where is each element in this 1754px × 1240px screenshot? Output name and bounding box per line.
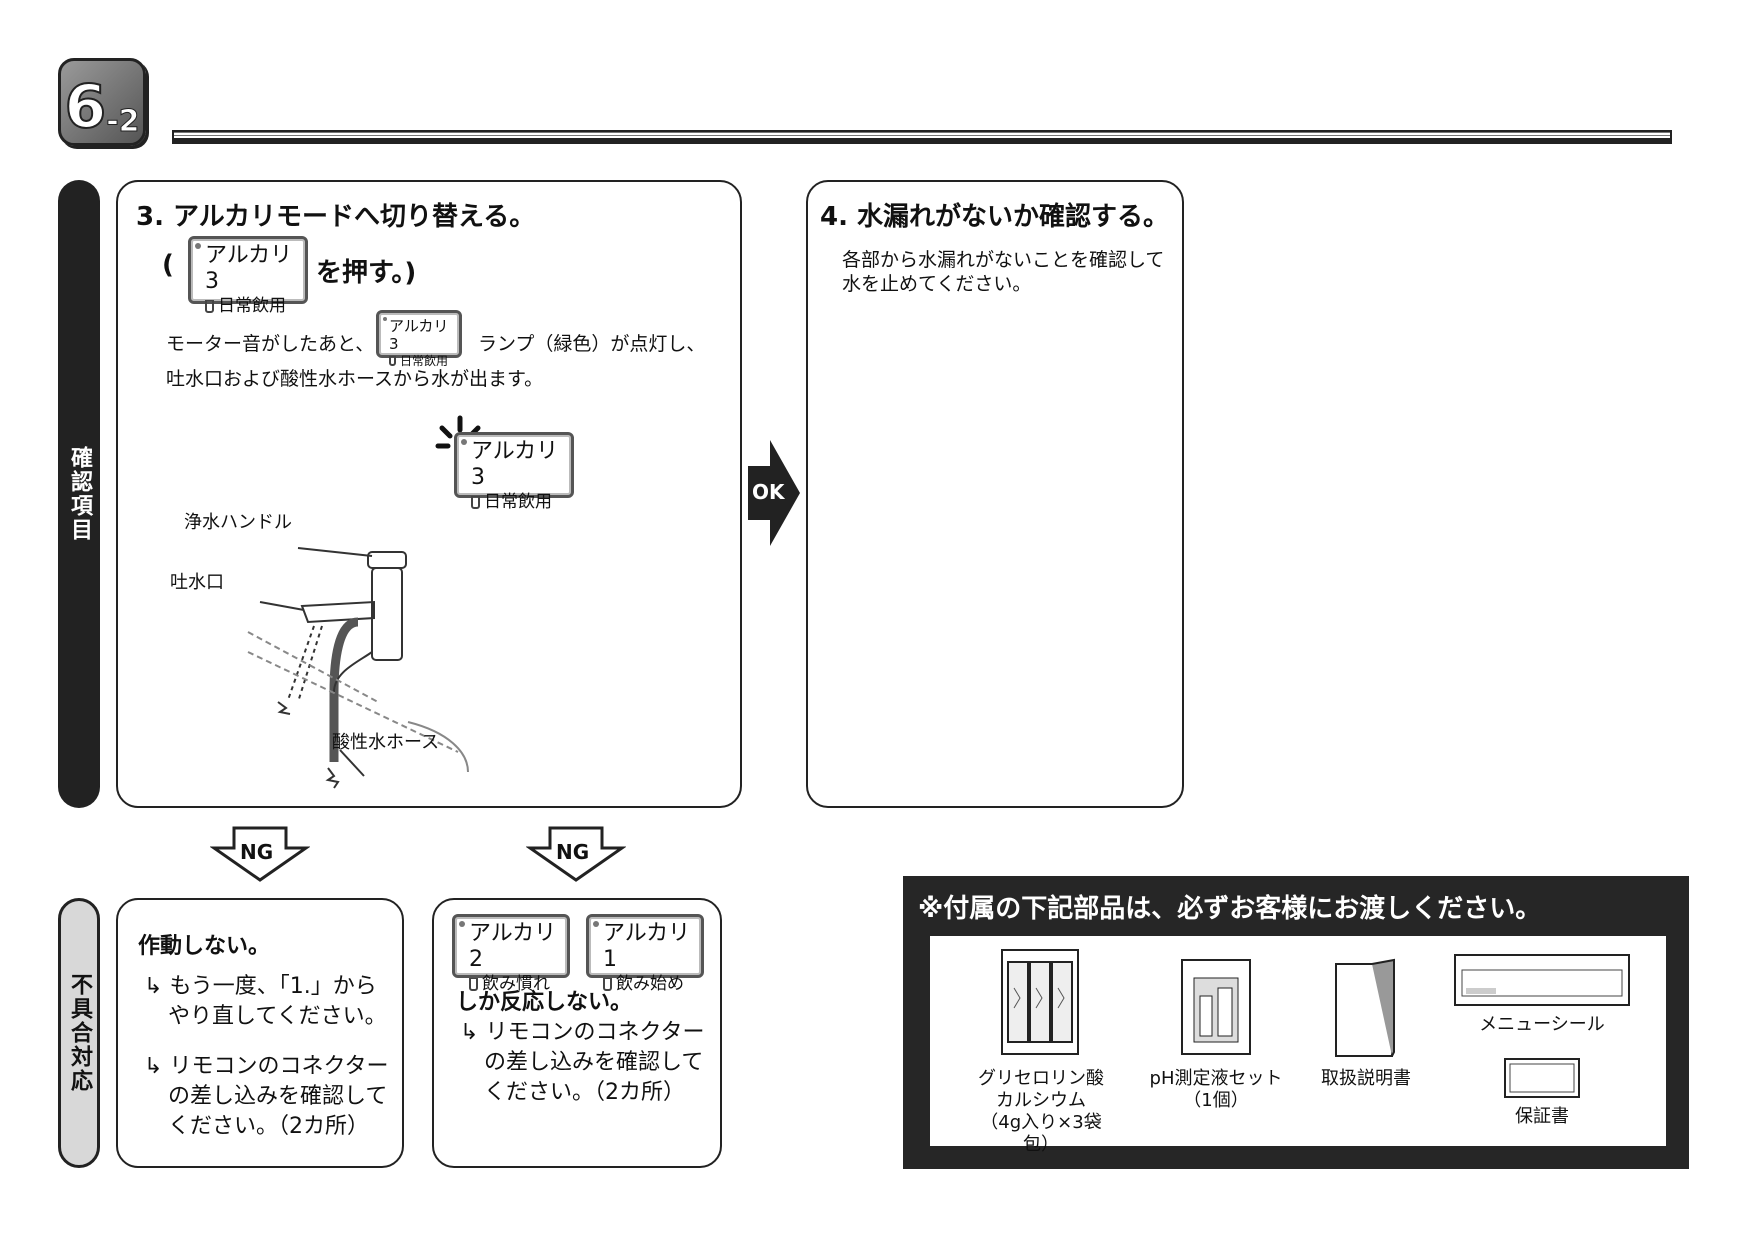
trouble1-b2-l3: ください。（2カ所） (168, 1114, 369, 1139)
corner-arrow-icon: ↳ (460, 1020, 479, 1045)
section-badge: 6-2 (58, 58, 146, 146)
trouble2-b1-l2: の差し込みを確認して (484, 1050, 704, 1075)
side-tab-check: 確認項目 (58, 180, 100, 808)
trouble2-bullet1: ↳ リモコンのコネクター の差し込みを確認して ください。（2カ所） (460, 1018, 705, 1108)
trouble2-b1-l3: ください。（2カ所） (484, 1080, 685, 1105)
alkali2-button-ref: アルカリ2 飲み慣れ (452, 914, 570, 994)
step3-title: 3. アルカリモードへ切り替える。 (136, 202, 536, 232)
accessories-inner: グリセロリン酸 カルシウム （4g入り×3袋包） pH測定液セット （1個） 取… (930, 936, 1666, 1155)
item1-l3: （4g入り×3袋包） (980, 1112, 1102, 1155)
alkali3-inline-top: アルカリ3 (389, 317, 449, 353)
trouble2-panel: アルカリ2 飲み慣れ アルカリ1 飲み始め しか反応しない。 ↳ リモコンのコネ… (432, 898, 722, 1168)
cup-icon (205, 299, 214, 313)
trouble1-title: 作動しない。 (138, 934, 271, 959)
manual-book-icon (1335, 958, 1395, 1057)
section-minor: -2 (106, 104, 140, 139)
alkali3-button-inline: アルカリ3 日常飲用 (376, 310, 462, 368)
section-major: 6 (63, 72, 107, 142)
trouble1-panel: 作動しない。 ↳ もう一度、「1.」から やり直してください。 ↳ リモコンのコ… (116, 898, 404, 1168)
item2-label: pH測定液セット （1個） (1136, 1068, 1296, 1112)
press-open: ( (162, 250, 174, 280)
step3-panel: 3. アルカリモードへ切り替える。 ( アルカリ3 日常飲用 を押す。) モータ… (116, 180, 742, 808)
item1-l2: カルシウム (996, 1090, 1086, 1111)
step4-title: 4. 水漏れがないか確認する。 (820, 202, 1170, 232)
item3-label: 取扱説明書 (1321, 1068, 1411, 1089)
item2-l2: （1個） (1183, 1090, 1249, 1111)
trouble1-bullet2: ↳ リモコンのコネクター の差し込みを確認して ください。（2カ所） (144, 1052, 389, 1142)
trouble1-b2-l1: リモコンのコネクター (169, 1054, 389, 1079)
trouble1-b1-l2: やり直してください。 (168, 1004, 387, 1029)
ok-label: OK (752, 480, 785, 504)
corner-arrow-icon: ↳ (144, 974, 163, 999)
alkali3-button-lit: アルカリ3 日常飲用 (454, 432, 574, 512)
ng-arrow-icon (210, 826, 310, 882)
item5-label: 保証書 (1515, 1106, 1569, 1127)
step4-panel: 4. 水漏れがないか確認する。 各部から水漏れがないことを確認して 水を止めてく… (806, 180, 1184, 808)
step3-line1-post: ランプ（緑色）が点灯し、 (478, 333, 706, 355)
corner-arrow-icon: ↳ (144, 1054, 163, 1079)
alkali3-button-ref: アルカリ3 日常飲用 (188, 236, 308, 316)
alkali3-bottom: 日常飲用 (218, 296, 286, 316)
faucet-illustration (247, 547, 469, 789)
alkali2-bottom: 飲み慣れ (482, 974, 550, 994)
menu-sticker-icon (1454, 954, 1630, 1006)
ok-arrow-icon (748, 440, 800, 546)
step3-line2: 吐水口および酸性水ホースから水が出ます。 (166, 368, 544, 390)
ph-kit-icon (1181, 959, 1251, 1055)
trouble2-title: しか反応しない。 (456, 990, 633, 1015)
trouble2-b1-l1: リモコンのコネクター (485, 1020, 705, 1045)
item1-l1: グリセロリン酸 (978, 1068, 1104, 1089)
item4-label: メニューシール (1479, 1014, 1605, 1035)
alkali1-top: アルカリ1 (603, 921, 691, 972)
side-tab-trouble: 不具合対応 (58, 898, 100, 1168)
label-hose: 酸性水ホース (332, 732, 440, 753)
label-spout: 吐水口 (170, 572, 224, 593)
cup-icon (471, 495, 480, 509)
label-handle: 浄水ハンドル (184, 512, 292, 533)
step4-line1: 各部から水漏れがないことを確認して (842, 249, 1165, 271)
press-close: を押す。) (316, 258, 417, 288)
step4-body: 各部から水漏れがないことを確認して 水を止めてください。 (842, 248, 1164, 296)
trouble1-b1-l1: もう一度、「1.」から (169, 974, 377, 999)
item2-l1: pH測定液セット (1149, 1068, 1283, 1089)
cup-icon (603, 977, 612, 991)
alkali1-button-ref: アルカリ1 飲み始め (586, 914, 704, 994)
step3-line1-pre: モーター音がしたあと、 (166, 333, 375, 355)
side-tab-trouble-label: 不具合対応 (67, 973, 92, 1093)
warranty-card-icon (1504, 1058, 1580, 1098)
alkali3-lit-top: アルカリ3 (471, 439, 559, 490)
trouble1-bullet1: ↳ もう一度、「1.」から やり直してください。 (144, 972, 387, 1032)
cup-icon (469, 977, 478, 991)
ng-arrow-icon (526, 826, 626, 882)
cup-icon (389, 356, 396, 366)
alkali2-top: アルカリ2 (469, 921, 557, 972)
side-tab-check-label: 確認項目 (67, 446, 92, 542)
alkali3-top: アルカリ3 (205, 243, 293, 294)
ng-label-1: NG (240, 840, 274, 864)
item1-label: グリセロリン酸 カルシウム （4g入り×3袋包） (968, 1068, 1114, 1156)
step4-line2: 水を止めてください。 (842, 273, 1032, 295)
ng-label-2: NG (556, 840, 590, 864)
alkali3-lit-bottom: 日常飲用 (484, 492, 552, 512)
alkali1-bottom: 飲み始め (616, 974, 684, 994)
alkali3-inline-bottom: 日常飲用 (400, 354, 449, 368)
accessories-title: ※付属の下記部品は、必ずお客様にお渡しください。 (918, 894, 1542, 924)
calcium-packet-icon (1001, 949, 1079, 1055)
trouble1-b2-l2: の差し込みを確認して (168, 1084, 388, 1109)
header-rule (172, 130, 1672, 144)
